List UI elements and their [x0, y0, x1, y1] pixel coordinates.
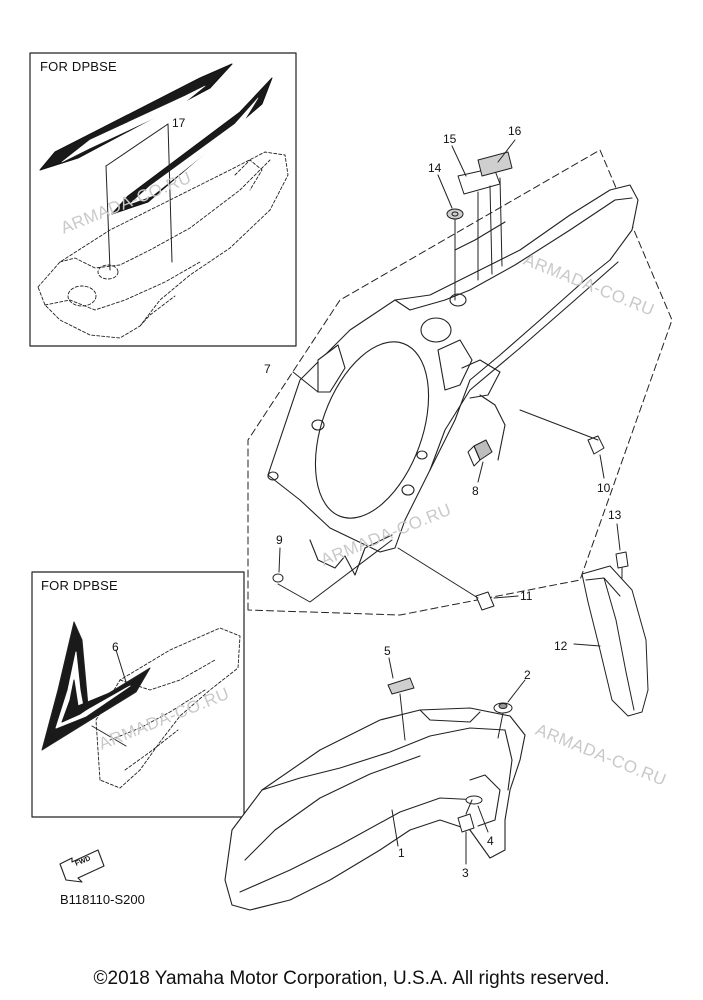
callout-13: 13: [608, 508, 622, 522]
front-fender-1: [224, 707, 526, 911]
callout-11: 11: [520, 589, 533, 603]
leader-9-group: [277, 539, 393, 603]
callout-6: 6: [112, 640, 119, 654]
inset-bottom-title: FOR DPBSE: [41, 578, 118, 593]
decal-6: [41, 621, 151, 751]
callout-14: 14: [428, 161, 442, 175]
leader-5: [388, 657, 394, 679]
part-12-mudflap: [581, 565, 649, 717]
leader-16: [497, 139, 516, 163]
leader-17a: [105, 123, 169, 167]
leader-17b: [105, 165, 111, 271]
callout-12: 12: [554, 639, 568, 653]
leader-7: [292, 371, 319, 393]
leader-12: [573, 643, 601, 647]
part-2-washer: [493, 702, 513, 739]
leader-11: [493, 595, 519, 599]
callout-15: 15: [443, 132, 457, 146]
callout-2: 2: [524, 668, 531, 682]
callout-8: 8: [472, 484, 479, 498]
leader-9: [278, 547, 281, 573]
diagram-code: B118110-S200: [60, 892, 145, 907]
inset-top-title: FOR DPBSE: [40, 59, 117, 74]
leader-8: [477, 461, 484, 483]
leader-1: [391, 809, 399, 847]
leader-10: [599, 454, 605, 479]
rear-fender-7: [267, 184, 639, 576]
leader-13: [616, 523, 621, 551]
leader-15: [451, 145, 467, 177]
part-9-washer: [272, 573, 284, 583]
inset-rear-fender-outline: [37, 151, 289, 339]
part-13-screw: [615, 551, 629, 579]
part-8-clip: [467, 439, 493, 467]
leader-17c: [167, 123, 173, 263]
leader-6a: [115, 649, 127, 683]
callout-5: 5: [384, 644, 391, 658]
leader-2: [507, 679, 526, 703]
inset-box-bottom: [31, 571, 245, 818]
parts-14-15-16: [446, 151, 513, 301]
part-4-washer: [465, 795, 483, 805]
fwd-arrow-icon: [59, 849, 105, 883]
callout-17: 17: [172, 116, 186, 130]
part-3-bolt: [457, 799, 475, 833]
copyright-notice: ©2018 Yamaha Motor Corporation, U.S.A. A…: [93, 968, 610, 989]
leader-14: [437, 174, 453, 209]
decal-17-stripes: [39, 63, 273, 215]
callout-10: 10: [597, 481, 611, 495]
leader-4: [477, 805, 489, 833]
leader-6b: [91, 725, 127, 747]
callout-1: 1: [398, 846, 405, 860]
callout-4: 4: [487, 834, 494, 848]
inset-box-top: [29, 52, 297, 347]
callout-9: 9: [276, 533, 283, 547]
part-10-bolt: [519, 409, 605, 455]
callout-7: 7: [264, 362, 271, 376]
group-outline-7: [247, 149, 673, 616]
part-5-pad: [387, 677, 415, 695]
callout-3: 3: [462, 866, 469, 880]
part-11-bolt: [397, 547, 495, 611]
leader-5b: [399, 693, 406, 741]
callout-16: 16: [508, 124, 522, 138]
